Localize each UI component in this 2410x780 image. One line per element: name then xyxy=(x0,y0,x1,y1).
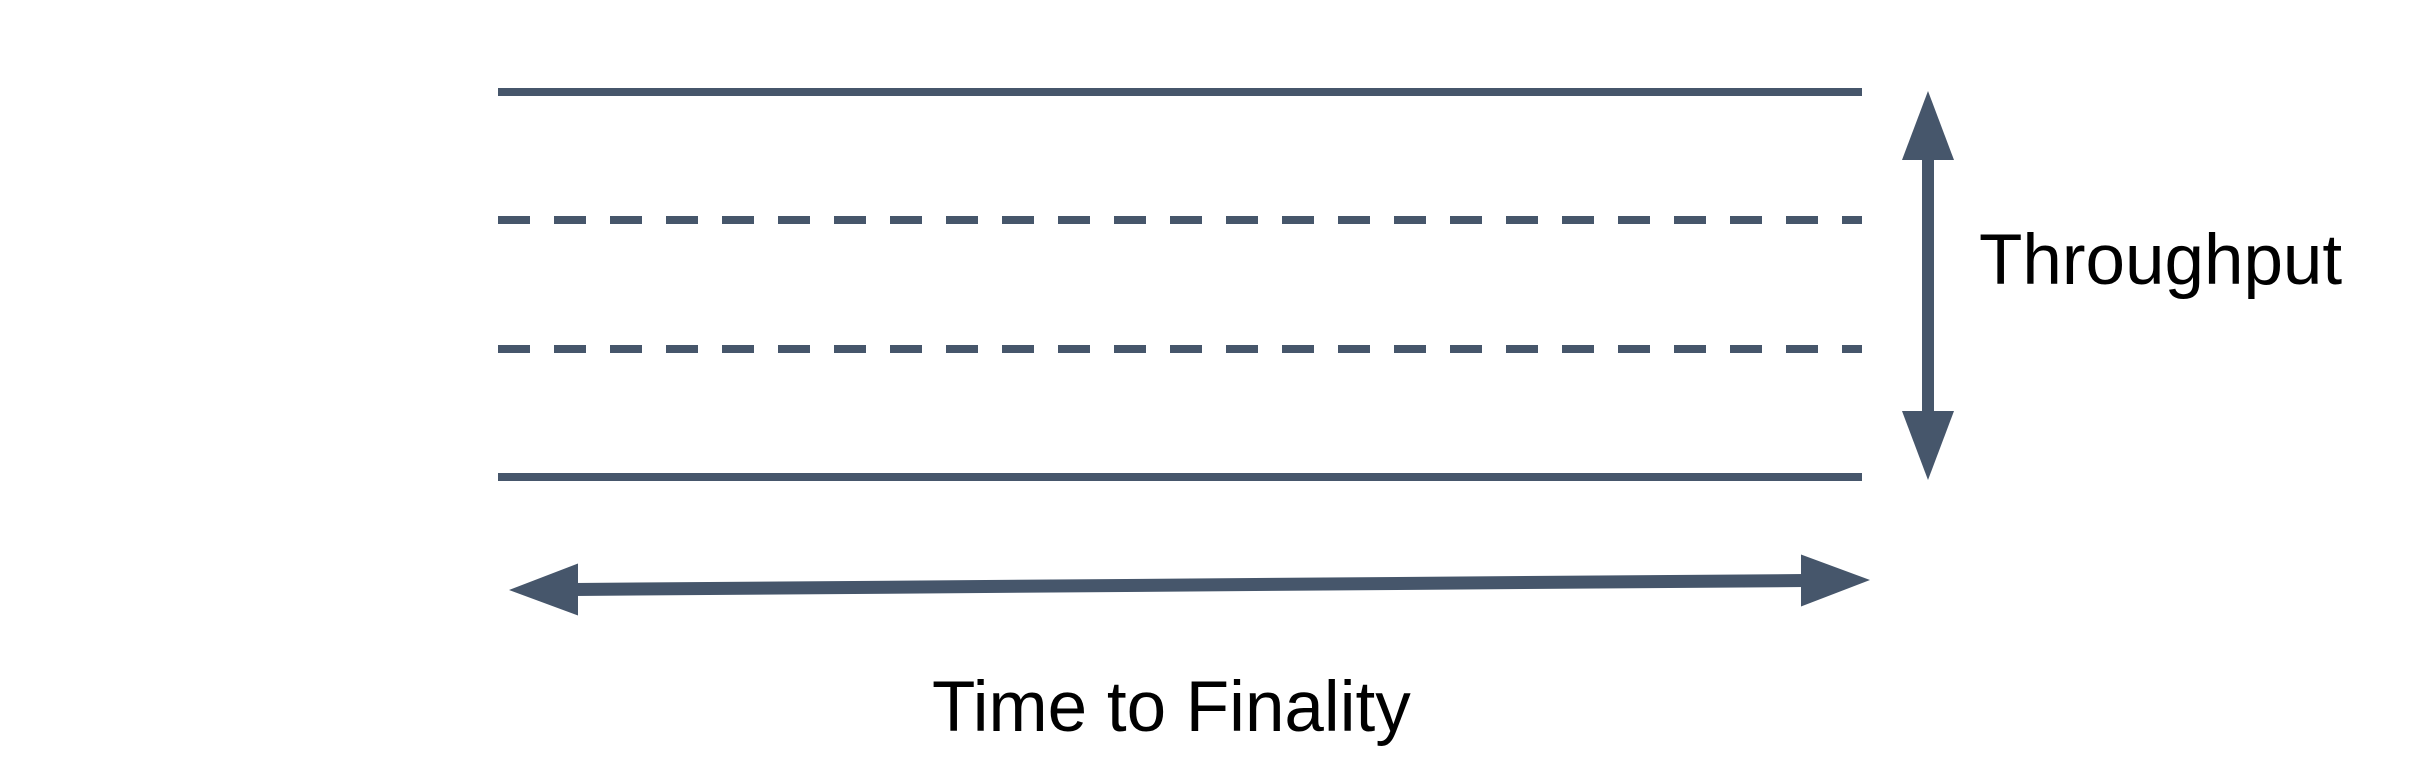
time-to-finality-arrow-right-head-icon xyxy=(1801,554,1870,607)
time-to-finality-arrow-left-head-icon xyxy=(509,563,578,616)
time-to-finality-arrow-shaft xyxy=(573,574,1806,596)
time-to-finality-arrow xyxy=(509,554,1870,616)
time-to-finality-label: Time to Finality xyxy=(932,668,1411,747)
throughput-label: Throughput xyxy=(1979,221,2343,300)
throughput-arrow-down-head-icon xyxy=(1902,411,1954,480)
throughput-arrow-up-head-icon xyxy=(1902,91,1954,160)
throughput-arrow xyxy=(1902,91,1954,480)
